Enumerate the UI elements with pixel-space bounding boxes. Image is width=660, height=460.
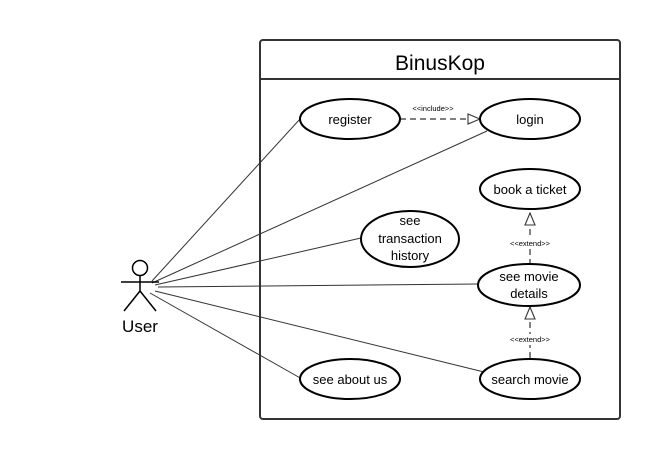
actor-user[interactable]: User: [121, 259, 159, 337]
association-movie-details: [157, 283, 479, 288]
use-case-register[interactable]: register: [299, 98, 401, 140]
extend-label-bg: [500, 238, 560, 249]
use-case-login[interactable]: login: [479, 98, 581, 140]
extend-label-book: <<extend>>: [510, 239, 551, 248]
use-case-label: register: [328, 112, 372, 127]
association-about-us: [149, 292, 303, 380]
use-case-label-line: see: [400, 213, 421, 228]
use-case-label: see about us: [313, 372, 388, 387]
association-register: [151, 118, 301, 282]
use-case-label-line: transaction: [378, 231, 442, 246]
association-transaction-history: [154, 237, 362, 286]
use-case-label: login: [516, 112, 543, 127]
associations: [149, 118, 488, 380]
use-case-book-ticket[interactable]: book a ticket: [479, 168, 581, 210]
use-case-movie-details[interactable]: see movie details: [477, 263, 581, 307]
dependencies: <<include>> <<extend>> <<extend>>: [400, 104, 560, 358]
extend-label-bg: [500, 334, 560, 345]
association-login: [151, 130, 488, 284]
use-case-label-line: details: [510, 286, 548, 301]
extend-label-search: <<extend>>: [510, 335, 551, 344]
include-label: <<include>>: [412, 104, 454, 113]
system-title: BinusKop: [395, 52, 485, 75]
use-case-label: search movie: [491, 372, 568, 387]
use-case-label-line: see movie: [499, 269, 558, 284]
use-case-transaction-history[interactable]: see transaction history: [360, 210, 460, 268]
use-case-search-movie[interactable]: search movie: [479, 358, 581, 400]
use-case-label: book a ticket: [494, 182, 567, 197]
stick-figure-icon: [121, 259, 159, 312]
association-search-movie: [154, 290, 485, 373]
use-case-about-us[interactable]: see about us: [299, 358, 401, 400]
use-case-label-line: history: [391, 248, 430, 263]
actor-label: User: [122, 317, 158, 336]
